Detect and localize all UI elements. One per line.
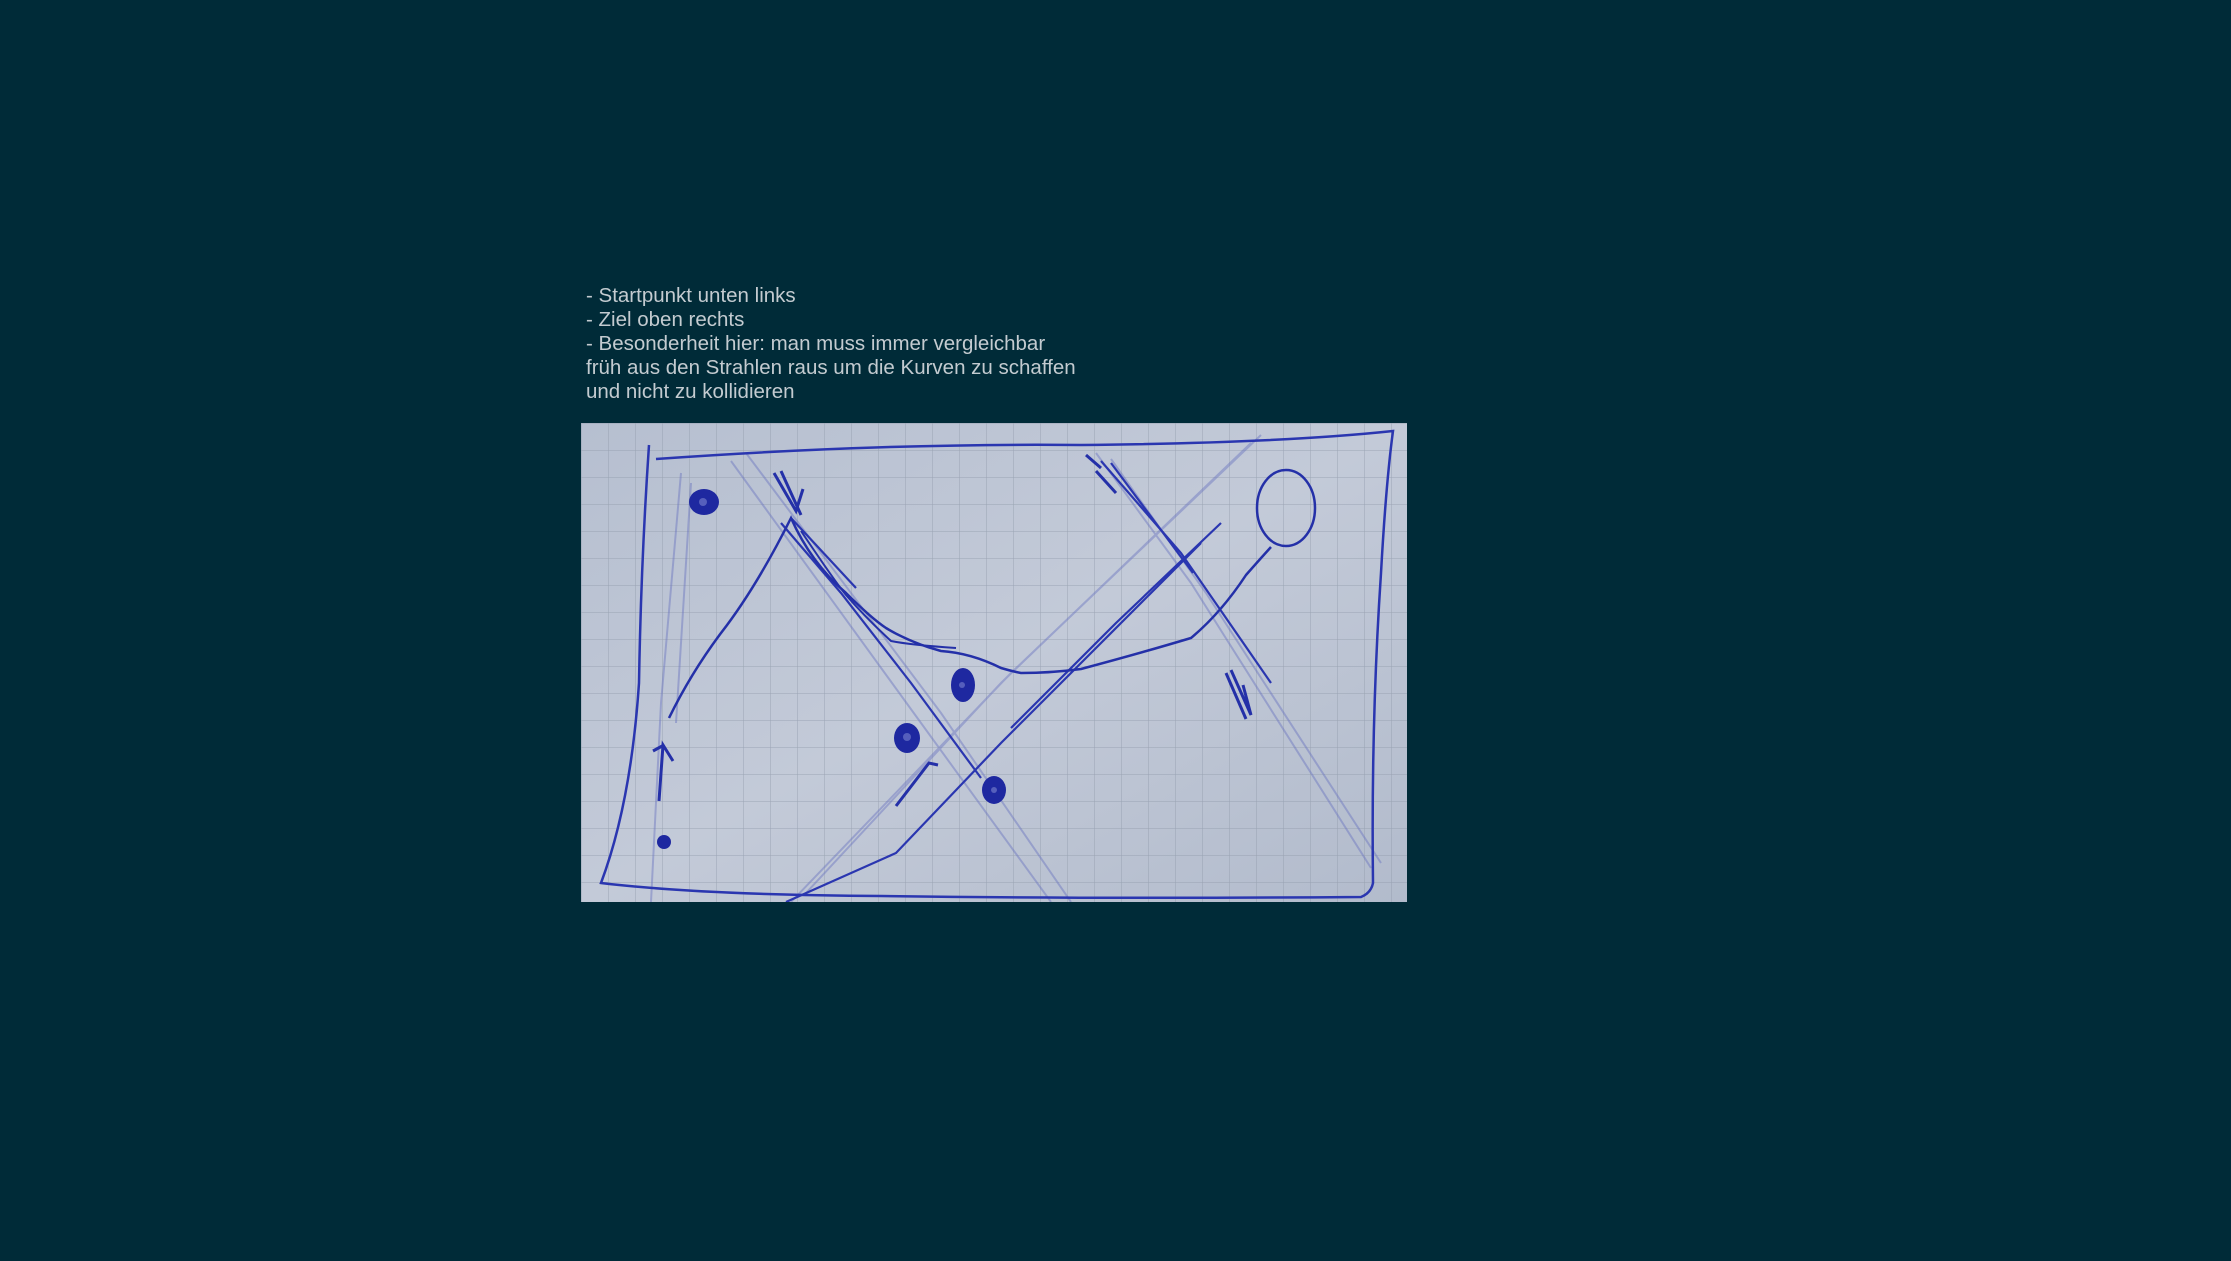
note-line-2: - Ziel oben rechts [586, 308, 745, 331]
level-frame [599, 429, 1395, 900]
note-line-4: früh aus den Strahlen raus um die Kurven… [586, 356, 1076, 379]
goal-circle [1255, 468, 1317, 548]
beam-strokes [650, 434, 1382, 902]
player-path-branch [800, 530, 957, 649]
ink-beams [780, 460, 1272, 902]
sketch-image [581, 423, 1407, 902]
arrow-marks [652, 453, 1253, 807]
player-path [667, 515, 1272, 719]
start-dot [657, 835, 671, 849]
note-line-3: - Besonderheit hier: man muss immer verg… [586, 332, 1046, 355]
note-line-1: - Startpunkt unten links [586, 284, 796, 307]
note-line-5: und nicht zu kollidieren [586, 380, 795, 403]
dot-1-highlight [699, 498, 707, 506]
note-text-block: - Startpunkt unten links - Ziel oben rec… [586, 284, 1226, 404]
dot-4-highlight [991, 787, 997, 793]
dot-2-highlight [959, 682, 965, 688]
dot-3-highlight [903, 733, 911, 741]
